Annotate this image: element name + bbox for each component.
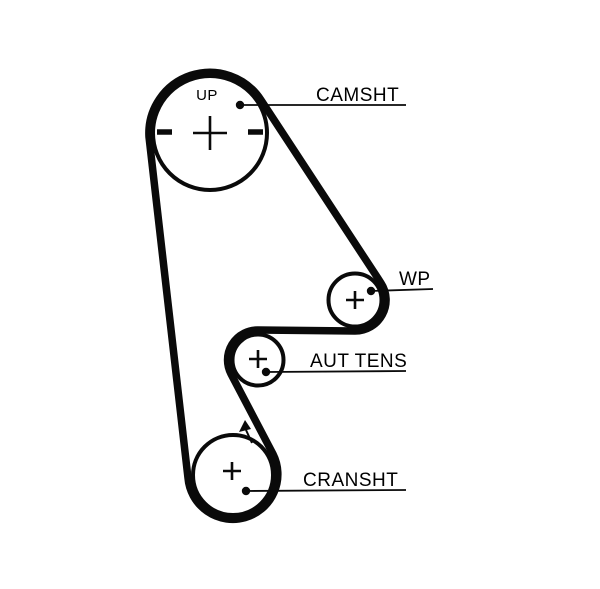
camshaft-plus-icon bbox=[193, 116, 227, 150]
water-pump-plus-icon bbox=[346, 291, 364, 309]
up-label: UP bbox=[196, 87, 218, 104]
tensioner-plus-icon bbox=[249, 350, 267, 368]
tensioner-label: AUT TENS bbox=[310, 351, 407, 372]
crankshaft-plus-icon bbox=[223, 462, 241, 480]
crankshaft-label: CRANSHT bbox=[303, 470, 398, 491]
tensioner-direction-arrow-icon bbox=[239, 420, 253, 444]
tensioner-leader-line bbox=[265, 370, 407, 373]
water-pump-leader-line bbox=[370, 288, 434, 292]
crankshaft-leader-line bbox=[245, 489, 407, 492]
timing-belt bbox=[145, 68, 390, 524]
camshaft-label: CAMSHT bbox=[316, 85, 399, 106]
water-pump-label: WP bbox=[399, 269, 431, 290]
